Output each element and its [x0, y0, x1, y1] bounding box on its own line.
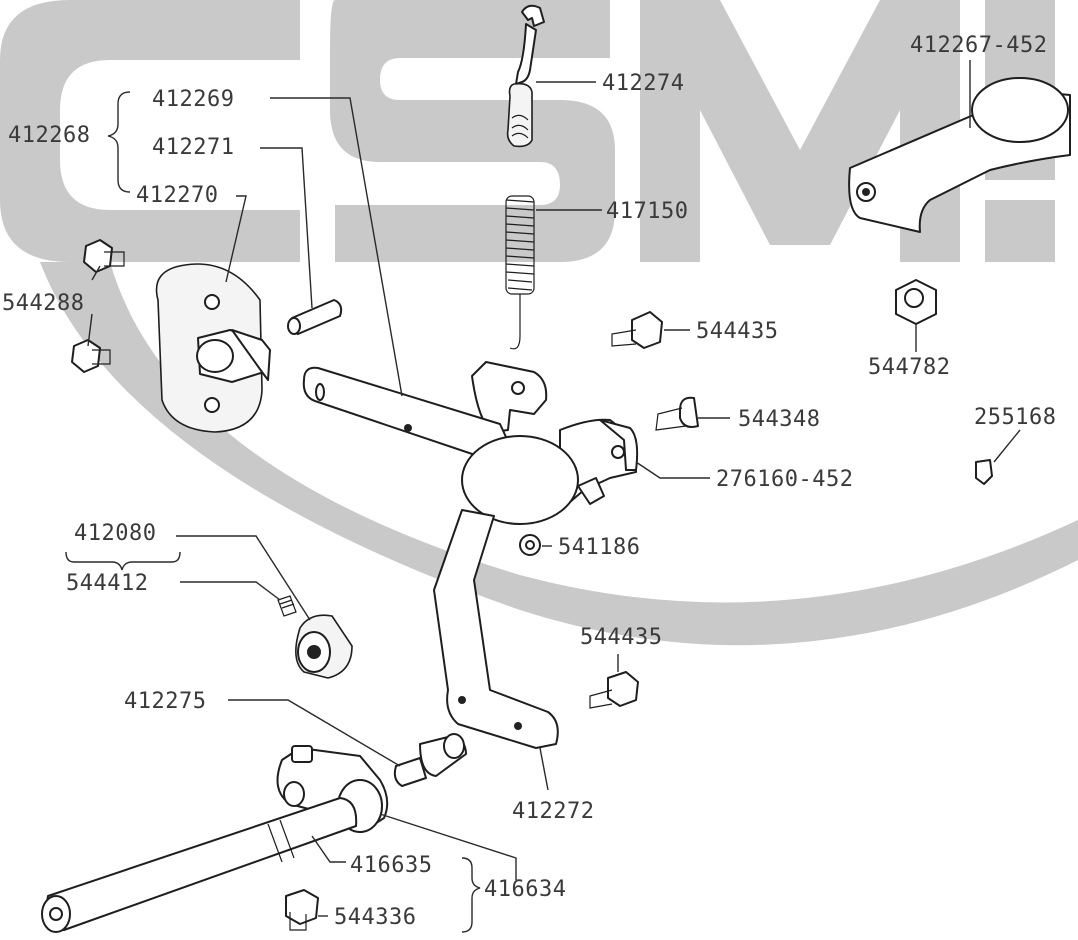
label-412080: 412080 — [74, 521, 156, 546]
screw-544336 — [285, 889, 319, 931]
screw-544435-lower — [589, 671, 639, 709]
label-544288: 544288 — [2, 291, 84, 316]
label-544435-upper: 544435 — [696, 319, 778, 344]
stud-412275 — [393, 733, 467, 787]
label-416635: 416635 — [350, 853, 432, 878]
lever-276160-452 — [302, 361, 639, 525]
setscrew-544412 — [277, 595, 297, 617]
shaft-416635 — [41, 797, 358, 933]
label-412274: 412274 — [602, 71, 684, 96]
label-541186: 541186 — [558, 535, 640, 560]
screws-544288 — [71, 239, 125, 373]
label-416634: 416634 — [484, 877, 566, 902]
label-412272: 412272 — [512, 799, 594, 824]
screw-544348 — [655, 396, 699, 431]
arm-412272 — [433, 509, 559, 749]
roller-412080 — [295, 614, 353, 679]
arm-412267-452 — [848, 77, 1071, 233]
label-544348: 544348 — [738, 407, 820, 432]
label-544412: 544412 — [66, 571, 148, 596]
spring-417150 — [505, 195, 535, 350]
label-412270: 412270 — [136, 183, 218, 208]
part-labels: 412269 412268 412271 412270 412274 41715… — [2, 33, 1056, 930]
label-412267-452: 412267-452 — [910, 33, 1047, 58]
label-276160-452: 276160-452 — [716, 467, 853, 492]
screw-544435-upper — [611, 311, 663, 349]
label-412271: 412271 — [152, 135, 234, 160]
label-417150: 417150 — [606, 199, 688, 224]
leader-lines — [65, 60, 1021, 933]
label-544336: 544336 — [334, 905, 416, 930]
label-544435-lower: 544435 — [580, 625, 662, 650]
label-255168: 255168 — [974, 405, 1056, 430]
hook-412274 — [506, 4, 545, 148]
label-412269: 412269 — [152, 87, 234, 112]
label-544782: 544782 — [868, 355, 950, 380]
nut-544782 — [895, 279, 937, 325]
pin-412271 — [287, 299, 343, 335]
label-412268: 412268 — [8, 123, 90, 148]
nut-541186 — [519, 534, 541, 556]
label-412275: 412275 — [124, 689, 206, 714]
block-412268 — [155, 263, 271, 433]
screw-255168 — [975, 459, 993, 485]
